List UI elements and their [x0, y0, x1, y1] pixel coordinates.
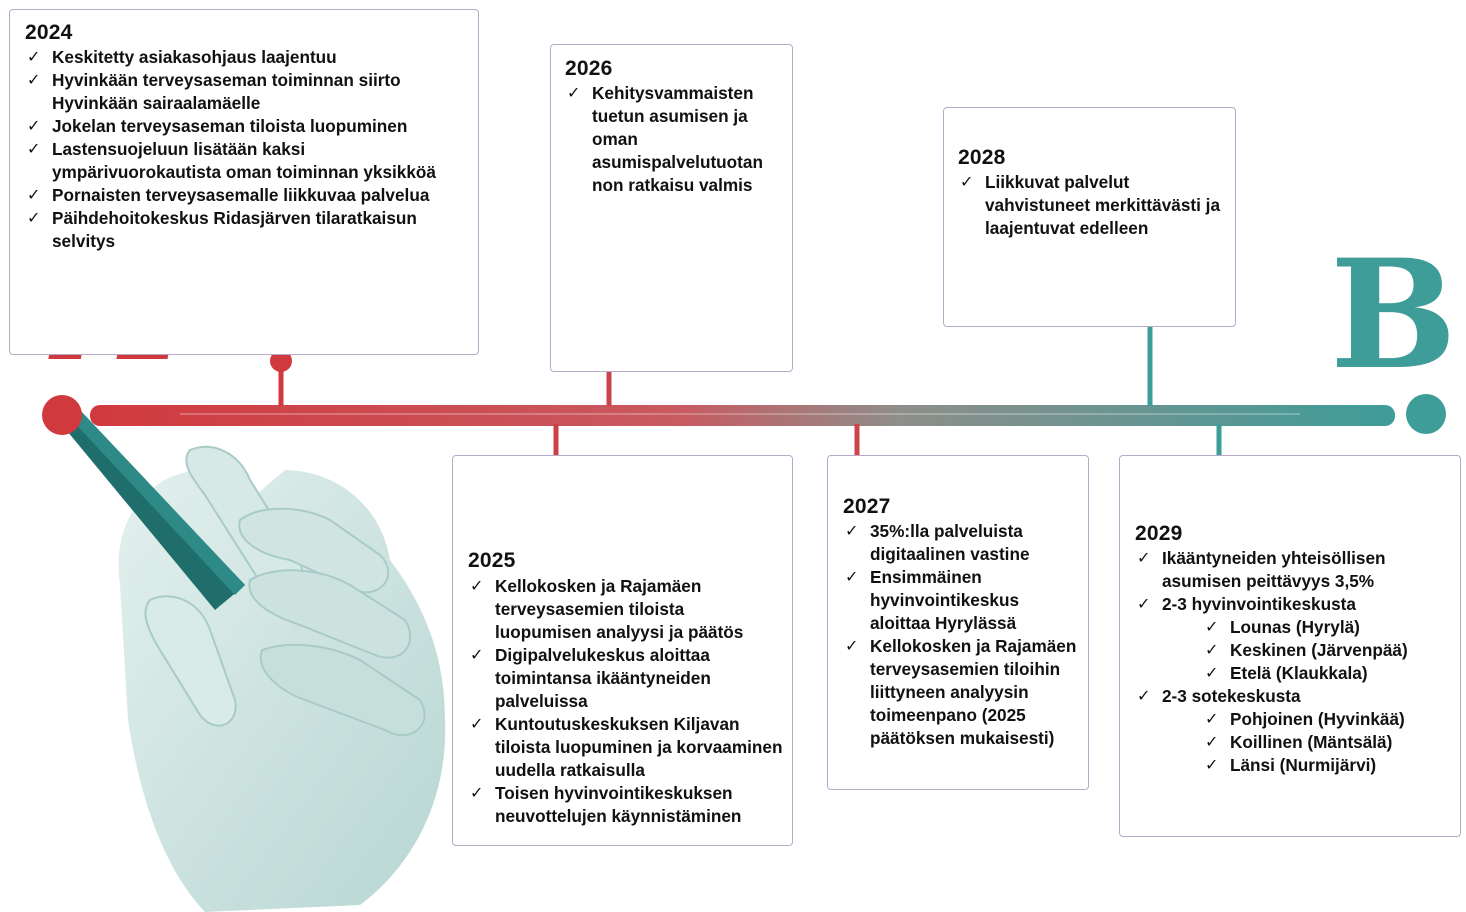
milestone-year-2024: 2024 — [25, 21, 73, 44]
milestone-item: Jokelan terveysaseman tiloista luopumine… — [25, 115, 470, 138]
milestone-year-2026: 2026 — [565, 57, 613, 80]
milestone-item: Kellokosken ja Rajamäen terveysasemien t… — [843, 635, 1081, 750]
milestone-item: Kuntoutuskeskuksen Kiljavan tiloista luo… — [468, 713, 783, 782]
milestone-item: 2-3 sotekeskusta — [1135, 685, 1453, 708]
hand-illustration — [58, 408, 446, 912]
milestone-item: Lastensuojeluun lisätään kaksi ympärivuo… — [25, 138, 470, 184]
milestone-subitem: Länsi (Nurmijärvi) — [1135, 754, 1453, 777]
milestone-subitem: Lounas (Hyrylä) — [1135, 616, 1453, 639]
milestone-year-2027: 2027 — [843, 495, 891, 518]
marker-2024 — [270, 350, 292, 406]
milestone-items-2027: 35%:lla palveluista digitaalinen vastine… — [843, 520, 1081, 750]
milestone-item: 2-3 hyvinvointikeskusta — [1135, 593, 1453, 616]
milestone-item: Kellokosken ja Rajamäen terveysasemien t… — [468, 575, 783, 644]
end-point-marker — [1406, 394, 1446, 434]
milestone-item: Ikääntyneiden yhteisöllisen asumisen pei… — [1135, 547, 1453, 593]
milestone-items-2028: Liikkuvat palvelut vahvistuneet merkittä… — [958, 171, 1223, 240]
milestone-item: Toisen hyvinvointikeskuksen neuvotteluje… — [468, 782, 783, 828]
milestone-item: 35%:lla palveluista digitaalinen vastine — [843, 520, 1081, 566]
timeline-line — [90, 405, 1395, 426]
milestone-item: Pornaisten terveysasemalle liikkuvaa pal… — [25, 184, 470, 207]
milestone-subitem: Keskinen (Järvenpää) — [1135, 639, 1453, 662]
milestone-subitem: Pohjoinen (Hyvinkää) — [1135, 708, 1453, 731]
milestone-subitem: Koillinen (Mäntsälä) — [1135, 731, 1453, 754]
milestone-item: Keskitetty asiakasohjaus laajentuu — [25, 46, 470, 69]
milestone-year-2028: 2028 — [958, 146, 1006, 169]
milestone-item: Hyvinkään terveysaseman toiminnan siirto… — [25, 69, 470, 115]
milestone-items-2024: Keskitetty asiakasohjaus laajentuu Hyvin… — [25, 46, 470, 253]
milestone-subitem: Etelä (Klaukkala) — [1135, 662, 1453, 685]
milestone-item: Päihdehoitokeskus Ridasjärven tilaratkai… — [25, 207, 470, 253]
milestone-item: Digipalvelukeskus aloittaa toimintansa i… — [468, 644, 783, 713]
milestone-item: Ensimmäinen hyvinvointikeskus aloittaa H… — [843, 566, 1081, 635]
milestone-year-2029: 2029 — [1135, 522, 1183, 545]
milestone-item: Liikkuvat palvelut vahvistuneet merkittä… — [958, 171, 1223, 240]
milestone-items-2029: Ikääntyneiden yhteisöllisen asumisen pei… — [1135, 547, 1453, 777]
end-letter: B — [1330, 227, 1457, 403]
milestone-year-2025: 2025 — [468, 549, 516, 572]
milestone-items-2026: Kehitysvammaisten tuetun asumisen ja oma… — [565, 82, 780, 197]
milestone-items-2025: Kellokosken ja Rajamäen terveysasemien t… — [468, 575, 783, 828]
start-point-marker — [42, 395, 82, 435]
milestone-item: Kehitysvammaisten tuetun asumisen ja oma… — [565, 82, 780, 197]
